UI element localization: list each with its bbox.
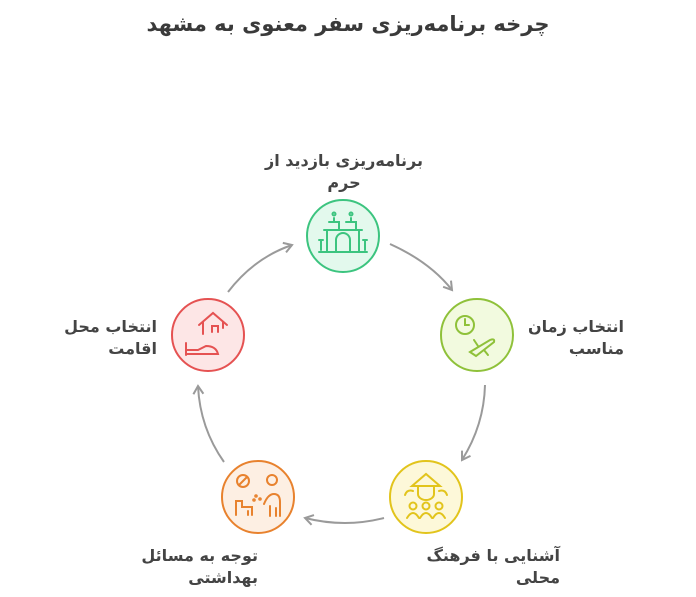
arrow-1-to-2 [389,243,454,292]
step-label-hygiene: توجه به مسائل بهداشتی [141,546,258,587]
step-circle-accommodation [171,298,245,372]
arrow-4-to-5 [192,384,225,463]
clock-airplane-icon [455,315,496,358]
step-circle-time [440,298,514,372]
step-circle-hygiene [221,460,295,534]
arrow-5-to-1 [227,241,294,293]
step-label-accommodation: انتخاب محل اقامت [64,317,157,358]
step-label-shrine: برنامه‌ریزی بازدید از حرم [265,151,423,192]
arrow-3-to-4 [303,514,385,526]
diagram-title: چرخه برنامه‌ریزی سفر معنوی به مشهد [146,12,550,36]
step-circle-culture [389,460,463,534]
house-bed-icon [185,311,228,356]
shrine-icon [318,211,368,253]
arrow-2-to-3 [460,384,486,462]
hygiene-handwash-icon [235,474,281,517]
step-label-culture: آشنایی با فرهنگ محلی [426,546,560,587]
local-culture-people-icon [404,472,448,519]
step-label-time: انتخاب زمان مناسب [528,317,624,358]
step-circle-shrine [306,199,380,273]
